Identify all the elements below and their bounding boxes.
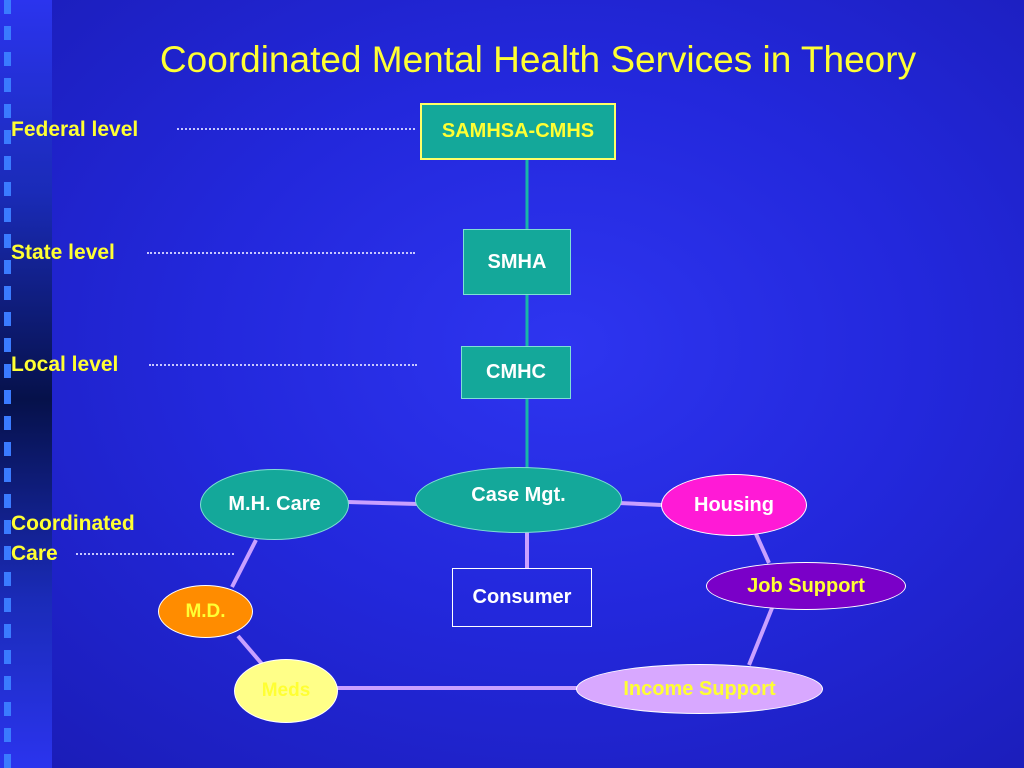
meds-md-link bbox=[236, 634, 264, 666]
coordinated-care-label-line1: Coordinated bbox=[11, 512, 135, 535]
consumer-box: Consumer bbox=[452, 568, 592, 627]
coordinated-dotted-leader bbox=[76, 553, 234, 555]
housing-node: Housing bbox=[661, 474, 807, 536]
mhcare-casemgt-link bbox=[347, 500, 419, 506]
state-dotted-leader bbox=[147, 252, 415, 254]
local-level-label: Local level bbox=[11, 353, 119, 376]
md-node: M.D. bbox=[158, 585, 253, 638]
smha-box: SMHA bbox=[463, 229, 571, 295]
state-level-label: State level bbox=[11, 241, 115, 264]
casemgt-housing-link bbox=[618, 501, 663, 507]
sidebar-dashes bbox=[4, 0, 11, 768]
coordinated-care-label-line2: Care bbox=[11, 542, 58, 565]
samhsa-cmhs-box: SAMHSA-CMHS bbox=[420, 103, 616, 160]
meds-node: Meds bbox=[234, 659, 338, 723]
md-mhcare-link bbox=[230, 539, 258, 588]
jobsupport-income-link bbox=[747, 607, 774, 666]
sidebar-decoration bbox=[0, 0, 52, 768]
page-title: Coordinated Mental Health Services in Th… bbox=[159, 39, 917, 80]
federal-level-label: Federal level bbox=[11, 118, 139, 141]
mh-care-node: M.H. Care bbox=[200, 469, 349, 540]
cmhc-box: CMHC bbox=[461, 346, 571, 399]
income-support-node: Income Support bbox=[576, 664, 823, 714]
federal-dotted-leader bbox=[177, 128, 415, 130]
housing-jobsupport-link bbox=[754, 533, 771, 564]
case-mgt-node: Case Mgt. bbox=[415, 467, 622, 533]
job-support-node: Job Support bbox=[706, 562, 906, 610]
local-dotted-leader bbox=[149, 364, 417, 366]
